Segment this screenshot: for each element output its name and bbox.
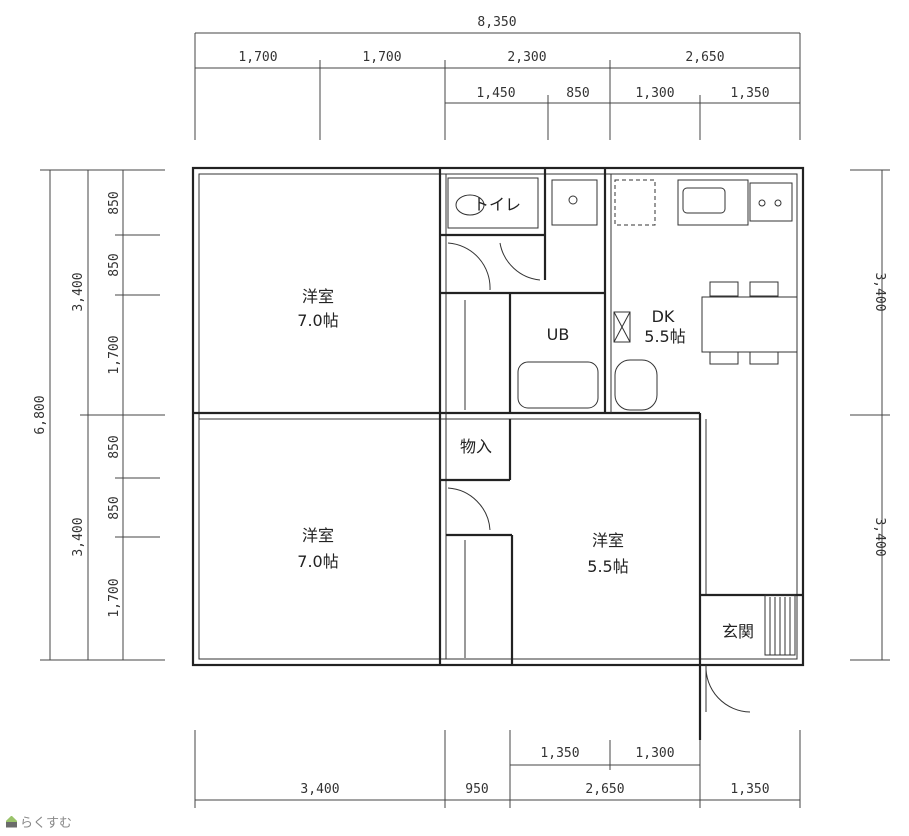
room-bath: UB xyxy=(547,325,570,344)
washstand xyxy=(614,359,658,411)
room-dk-size: 5.5帖 xyxy=(644,327,685,346)
refrigerator-space xyxy=(613,311,631,343)
bathtub xyxy=(517,361,599,409)
room-western-s-name: 洋室 xyxy=(592,531,624,550)
dim-top: 1,700 xyxy=(362,50,401,65)
dim-left-total: 6,800 xyxy=(33,395,48,434)
house-logo-icon xyxy=(6,815,17,828)
dim-top2: 850 xyxy=(566,86,589,101)
dimension-lines xyxy=(40,32,890,808)
room-western-nw-name: 洋室 xyxy=(302,287,334,306)
dim-left2: 850 xyxy=(107,191,122,214)
room-closet: 物入 xyxy=(460,437,492,456)
room-dk-name: DK xyxy=(652,307,675,326)
dim-left: 3,400 xyxy=(71,272,86,311)
dining-table xyxy=(701,296,798,353)
washbasin xyxy=(551,179,598,226)
dim-top: 2,300 xyxy=(507,50,546,65)
fixtures xyxy=(447,177,798,713)
toilet-bowl-icon xyxy=(455,194,485,216)
dim-bottom2: 2,650 xyxy=(585,782,624,797)
dim-left2: 850 xyxy=(107,496,122,519)
dim-bottom: 1,300 xyxy=(635,746,674,761)
dim-left2: 850 xyxy=(107,253,122,276)
brand-name: らくすむ xyxy=(20,816,73,831)
dim-right: 3,400 xyxy=(872,517,887,556)
brand-logo: らくすむ xyxy=(6,812,72,831)
walls xyxy=(191,166,805,740)
room-western-s-size: 5.5帖 xyxy=(587,557,628,576)
dim-bottom2: 1,350 xyxy=(730,782,769,797)
dim-bottom: 1,350 xyxy=(540,746,579,761)
dim-left2: 850 xyxy=(107,435,122,458)
dim-left2: 1,700 xyxy=(107,578,122,617)
room-western-nw-size: 7.0帖 xyxy=(297,311,338,330)
room-entrance: 玄関 xyxy=(722,622,754,641)
dim-top: 1,700 xyxy=(238,50,277,65)
kitchen-sink xyxy=(677,179,749,226)
washing-machine-space xyxy=(614,179,656,226)
dim-left2: 1,700 xyxy=(107,335,122,374)
dim-right: 3,400 xyxy=(872,272,887,311)
dim-top2: 1,350 xyxy=(730,86,769,101)
room-toilet: トイレ xyxy=(473,195,521,214)
door-swing xyxy=(447,242,491,291)
toilet-fixture xyxy=(447,177,539,229)
dim-bottom2: 950 xyxy=(465,782,488,797)
dim-top2: 1,450 xyxy=(476,86,515,101)
dim-top-total: 8,350 xyxy=(477,15,516,30)
dim-top2: 1,300 xyxy=(635,86,674,101)
stove xyxy=(749,182,793,222)
dim-top: 2,650 xyxy=(685,50,724,65)
room-western-sw-name: 洋室 xyxy=(302,526,334,545)
dim-bottom2: 3,400 xyxy=(300,782,339,797)
room-western-sw-size: 7.0帖 xyxy=(297,552,338,571)
dim-left: 3,400 xyxy=(71,517,86,556)
